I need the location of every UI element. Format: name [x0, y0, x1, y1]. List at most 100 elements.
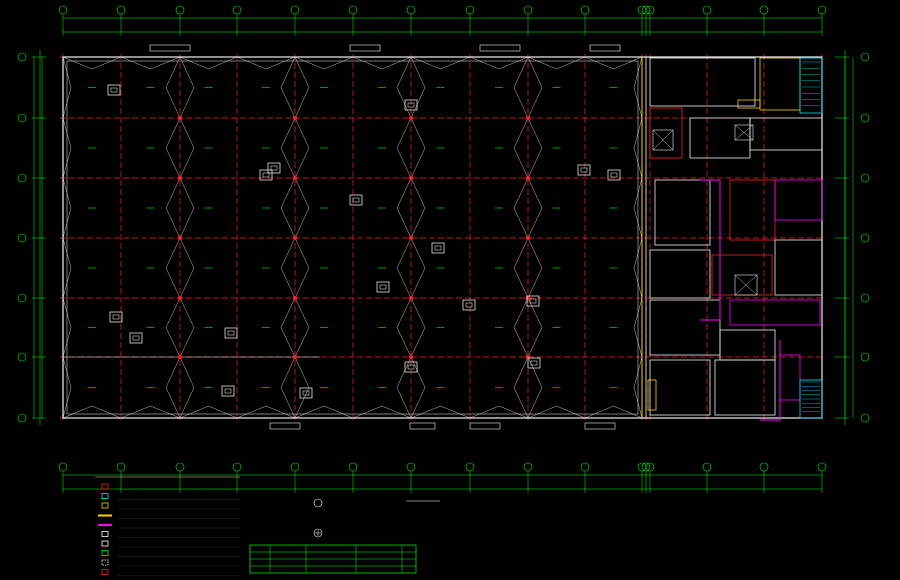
top-bubble: [817, 5, 827, 15]
equipment-box-inner: [262, 172, 270, 178]
section-symbol-icon: [313, 528, 323, 538]
schedule-table: [249, 544, 417, 574]
wall-opening: [349, 44, 381, 52]
equipment-box: [462, 299, 476, 311]
equipment-box: [129, 332, 143, 344]
elevator-cross: [734, 124, 754, 141]
truss-chevron: [584, 56, 643, 70]
wall-opening: [149, 44, 191, 52]
equipment-box: [404, 99, 418, 111]
wall-opening: [269, 422, 301, 430]
truss-side: [633, 177, 643, 239]
truss-chevron: [179, 405, 238, 419]
room-outline: [649, 57, 756, 107]
equipment-box-inner: [227, 330, 235, 336]
room-outline: [654, 179, 711, 246]
bottom-bubble: [175, 462, 185, 472]
truss-side: [62, 56, 72, 119]
truss-chevron: [410, 56, 471, 70]
dimension-lines: [32, 14, 854, 493]
equipment-box-inner: [530, 360, 538, 366]
left-bubble: [17, 113, 27, 123]
cyan-box-icon: [101, 493, 109, 499]
equipment-box: [107, 84, 121, 96]
left-bubble: [17, 413, 27, 423]
truss-chevron: [527, 56, 586, 70]
equipment-box: [349, 194, 363, 206]
equipment-box-inner: [379, 284, 387, 290]
column-marker: [525, 295, 531, 301]
top-bubble: [290, 5, 300, 15]
truss-side: [633, 56, 643, 119]
truss-side: [62, 237, 72, 299]
truss-chevron: [236, 405, 296, 419]
bottom-bubble: [817, 462, 827, 472]
equipment-box: [109, 311, 123, 323]
column-marker: [292, 175, 298, 181]
equipment-box-inner: [132, 335, 140, 341]
right-bubble: [860, 413, 870, 423]
white-box-icon: [101, 540, 109, 547]
equipment-box: [259, 169, 273, 181]
truss-side: [62, 297, 72, 358]
top-bubble: [348, 5, 358, 15]
white-box-icon: [101, 531, 109, 537]
column-marker: [177, 354, 183, 360]
dashed-box-icon: [101, 559, 109, 566]
equipment-box-inner: [224, 388, 232, 394]
room-outline: [649, 249, 711, 299]
wall-opening: [409, 422, 436, 430]
column-marker: [525, 175, 531, 181]
column-marker: [525, 115, 531, 121]
column-marker: [292, 115, 298, 121]
room-outline: [714, 359, 776, 416]
column-marker: [177, 175, 183, 181]
room-outline: [649, 107, 683, 159]
equipment-box: [267, 162, 281, 174]
right-bubble: [860, 52, 870, 62]
equipment-box-inner: [302, 390, 310, 396]
room-outline: [799, 57, 823, 114]
roof-truss-pattern: [62, 56, 643, 419]
equipment-box-inner: [407, 364, 415, 370]
wall-opening: [479, 44, 521, 52]
truss-side: [62, 177, 72, 239]
truss-side: [633, 297, 643, 358]
column-marker: [177, 115, 183, 121]
legend-block: [95, 476, 240, 576]
left-bubble: [17, 352, 27, 362]
top-bubble: [580, 5, 590, 15]
notes-block: [313, 498, 440, 538]
column-marker: [177, 295, 183, 301]
top-bubble: [116, 5, 126, 15]
equipment-box: [607, 169, 621, 181]
column-marker: [177, 235, 183, 241]
truss-diamond: [280, 356, 310, 419]
right-bubble: [860, 293, 870, 303]
truss-side: [633, 237, 643, 299]
room-outline: [774, 179, 823, 221]
truss-chevron: [294, 56, 354, 70]
top-bubble: [641, 5, 651, 15]
elevator-shaft: [652, 129, 674, 151]
equipment-box-inner: [529, 298, 537, 304]
equipment-box: [404, 361, 418, 373]
elevator-cross: [652, 129, 674, 151]
room-outline: [649, 299, 721, 356]
grid-bubbles: [17, 5, 870, 472]
column-marker: [408, 235, 414, 241]
truss-chevron: [294, 405, 354, 419]
bottom-bubble: [580, 462, 590, 472]
right-bubble: [860, 113, 870, 123]
room-outline: [649, 359, 711, 416]
truss-diamond: [396, 356, 426, 419]
equipment-box: [221, 385, 235, 397]
column-marker: [292, 295, 298, 301]
bottom-bubble: [58, 462, 68, 472]
room-outline: [729, 299, 821, 326]
fire-zone-boundary: [760, 340, 781, 421]
equipment-box-inner: [610, 172, 618, 178]
equipment-box: [376, 281, 390, 293]
column-marker: [408, 115, 414, 121]
